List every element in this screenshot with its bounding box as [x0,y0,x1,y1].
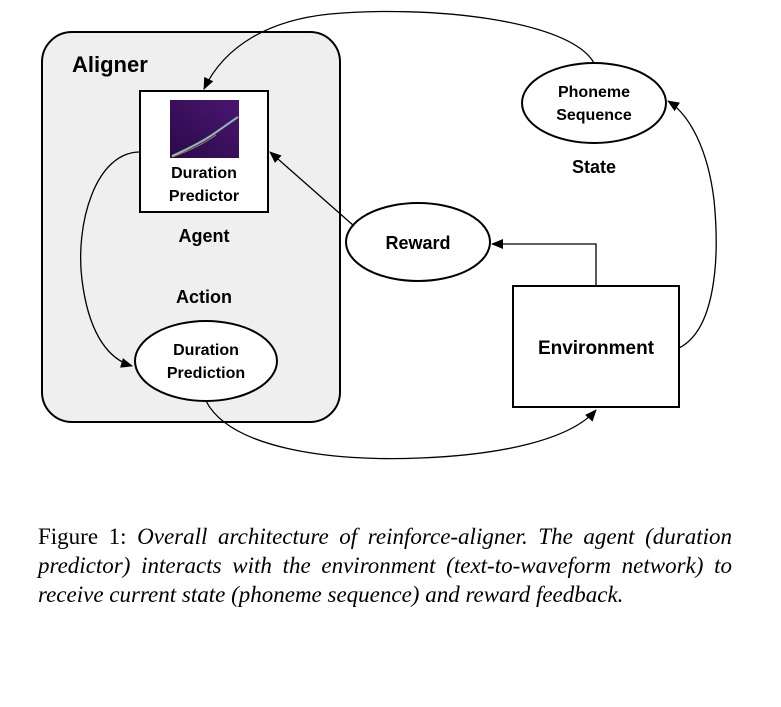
arrow-duration-predictor-to-prediction [79,151,141,368]
duration-predictor-label-line2: Predictor [169,188,239,205]
figure-caption: Figure 1: Overall architecture of reinfo… [38,522,732,609]
duration-prediction-label-line2: Prediction [167,365,245,382]
caption-prefix: Figure 1: [38,524,127,549]
caption-text: Overall architecture of reinforce-aligne… [38,524,732,607]
aligner-label: Aligner [72,52,148,77]
reward-node: Reward [345,202,491,282]
arrow-environment-to-phoneme-sequence [667,100,717,349]
phoneme-sequence-label-line1: Phoneme [558,84,630,101]
action-label: Action [176,287,232,307]
phoneme-sequence-label-line2: Sequence [556,107,632,124]
duration-predictor-box: Duration Predictor [139,90,269,213]
environment-box: Environment [512,285,680,408]
architecture-diagram: Aligner Duration Predictor Agent Action … [41,10,717,460]
arrow-reward-to-duration-predictor [269,151,355,227]
duration-predictor-label-line1: Duration [171,165,237,182]
duration-prediction-label-line1: Duration [173,342,239,359]
arrow-prediction-to-environment [205,400,597,460]
duration-prediction-node: Duration Prediction [134,320,278,402]
state-label: State [572,157,616,177]
reward-label: Reward [385,233,450,253]
agent-label: Agent [179,226,230,246]
arrow-environment-to-reward [491,239,597,286]
phoneme-sequence-node: Phoneme Sequence [521,62,667,144]
environment-label: Environment [538,338,655,359]
alignment-heatmap-image [170,100,239,158]
arrow-phoneme-sequence-to-aligner [203,10,595,90]
